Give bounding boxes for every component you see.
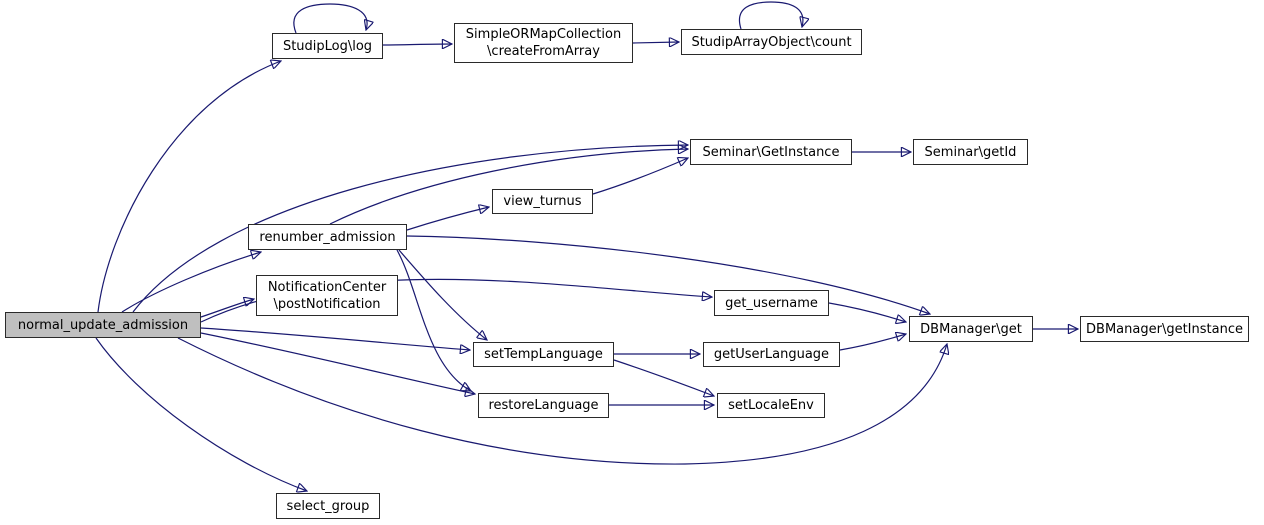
node-get-username[interactable]: get_username <box>714 290 829 316</box>
node-restorelanguage[interactable]: restoreLanguage <box>478 393 609 418</box>
edge-getuserlanguage-to-dbmanager-get <box>839 334 906 351</box>
node-studiplog-log[interactable]: StudipLog\log <box>272 33 383 59</box>
edge-normal-to-notificationcenter <box>200 299 254 318</box>
node-select-group[interactable]: select_group <box>276 493 380 519</box>
node-label: StudipLog\log <box>282 38 373 54</box>
node-settemplanguage[interactable]: setTempLanguage <box>473 342 614 367</box>
node-label: get_username <box>725 295 818 311</box>
node-setlocaleenv[interactable]: setLocaleEnv <box>717 393 825 418</box>
edge-normal-to-settemplanguage <box>200 327 470 350</box>
edge-get-username-to-dbmanager-get <box>828 302 906 322</box>
edge-renumber-to-restorelanguage <box>396 249 471 391</box>
node-label: Seminar\getId <box>924 144 1017 160</box>
edge-studiplog-self-loop <box>293 3 367 34</box>
node-getuserlanguage[interactable]: getUserLanguage <box>703 342 840 367</box>
edge-renumber-to-settemplanguage <box>398 249 487 340</box>
node-label: NotificationCenter \postNotification <box>267 279 387 312</box>
node-studiparrayobject-count[interactable]: StudipArrayObject\count <box>681 29 862 55</box>
node-label: DBManager\getInstance <box>1086 321 1243 337</box>
node-label: Seminar\GetInstance <box>702 144 840 160</box>
node-label: DBManager\get <box>920 321 1022 337</box>
node-label: setTempLanguage <box>484 347 603 362</box>
node-label: select_group <box>286 498 370 514</box>
edge-normal-to-studiplog <box>97 61 281 313</box>
edge-normal-to-renumber <box>121 252 261 313</box>
node-seminar-getinstance[interactable]: Seminar\GetInstance <box>690 139 852 165</box>
node-dbmanager-get[interactable]: DBManager\get <box>909 316 1033 342</box>
edge-studiparrayobject-count-self-loop <box>738 1 802 30</box>
node-label: setLocaleEnv <box>728 398 814 413</box>
node-renumber-admission[interactable]: renumber_admission <box>248 224 407 250</box>
edge-settemplanguage-to-setlocaleenv <box>613 359 714 396</box>
edge-view-turnus-to-seminar-getinstance <box>592 158 688 195</box>
node-notificationcenter-postnotification[interactable]: NotificationCenter \postNotification <box>256 275 398 316</box>
node-dbmanager-getinstance[interactable]: DBManager\getInstance <box>1080 316 1249 342</box>
edge-renumber-to-view-turnus <box>406 207 489 231</box>
node-label: SimpleORMapCollection \createFromArray <box>465 27 622 59</box>
node-seminar-getid[interactable]: Seminar\getId <box>913 139 1028 165</box>
edge-normal-to-seminar-getinstance <box>132 145 688 313</box>
edge-normal-to-select-group <box>95 337 307 491</box>
node-label: getUserLanguage <box>713 347 830 362</box>
node-label: restoreLanguage <box>488 398 599 413</box>
node-label: StudipArrayObject\count <box>691 34 852 50</box>
node-simpleormapcollection-createfromarray[interactable]: SimpleORMapCollection \createFromArray <box>454 23 633 63</box>
node-normal-update-admission[interactable]: normal_update_admission <box>5 312 201 338</box>
edge-studiplog-to-simpleormapcollection <box>382 44 452 45</box>
node-label: normal_update_admission <box>17 317 189 333</box>
edge-normal-to-restorelanguage <box>200 332 475 394</box>
node-label: view_turnus <box>503 194 582 209</box>
edge-simpleormapcollection-to-studiparrayobject-count <box>632 42 679 43</box>
node-label: renumber_admission <box>259 229 396 245</box>
node-view-turnus[interactable]: view_turnus <box>492 189 593 214</box>
edge-renumber-to-dbmanager-get <box>406 235 930 314</box>
